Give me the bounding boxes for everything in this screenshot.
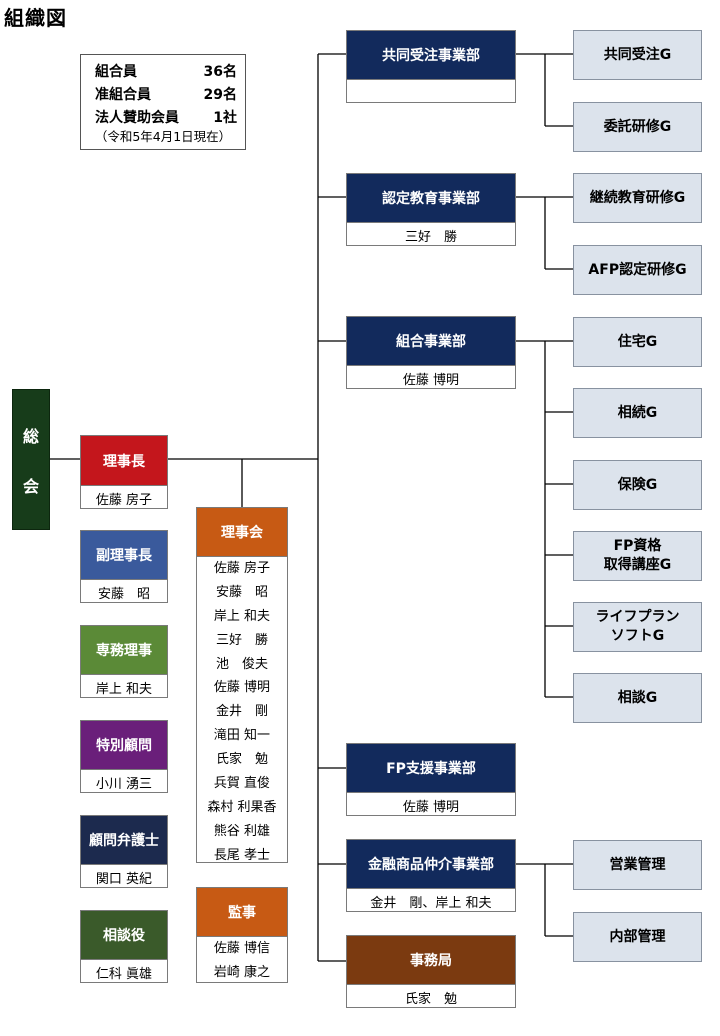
group-inheritance: 相続G [573, 388, 702, 438]
division-title: 認定教育事業部 [347, 174, 515, 222]
board-member: 金井 剛 [215, 704, 268, 720]
executive-director-name: 岸上 和夫 [81, 674, 167, 697]
board-member: 佐藤 房子 [213, 561, 271, 576]
executive-director-box: 専務理事 岸上 和夫 [80, 625, 168, 698]
chairman-title: 理事長 [81, 436, 167, 485]
executive-director-title: 専務理事 [81, 626, 167, 674]
division-title: FP支援事業部 [347, 744, 515, 792]
group-sales-management: 営業管理 [573, 840, 702, 890]
division-head-name: 三好 勝 [347, 222, 515, 245]
board-member: 滝田 知一 [213, 728, 271, 744]
group-continuing-education: 継続教育研修G [573, 173, 702, 223]
group-afp-training: AFP認定研修G [573, 245, 702, 295]
auditor-box: 監事 佐藤 博信 岩崎 康之 [196, 887, 288, 983]
group-insurance: 保険G [573, 460, 702, 510]
board-member: 兵賀 直俊 [213, 776, 271, 792]
general-meeting-box: 総 会 [12, 389, 50, 530]
associate-members-value: 29名 [203, 87, 237, 103]
division-head-name: 金井 剛、岸上 和夫 [347, 888, 515, 911]
board-member: 熊谷 利雄 [213, 823, 271, 839]
group-fp-course: FP資格 取得講座G [573, 531, 702, 581]
vice-chairman-title: 副理事長 [81, 531, 167, 579]
division-financial-brokerage-box: 金融商品仲介事業部 金井 剛、岸上 和夫 [346, 839, 516, 912]
division-secretariat-box: 事務局 氏家 勉 [346, 935, 516, 1008]
division-head-name [347, 79, 515, 102]
as-of-date: （令和5年4月1日現在） [94, 129, 232, 144]
division-fp-support-box: FP支援事業部 佐藤 博明 [346, 743, 516, 816]
auditor-member-list: 佐藤 博信 岩崎 康之 [197, 936, 287, 982]
special-advisor-title: 特別顧問 [81, 721, 167, 769]
division-certified-education-box: 認定教育事業部 三好 勝 [346, 173, 516, 246]
corporate-members-value: 1社 [213, 110, 237, 126]
board-member: 安藤 昭 [215, 584, 268, 600]
counselor-title: 相談役 [81, 911, 167, 959]
board-member-list: 佐藤 房子 安藤 昭 岸上 和夫 三好 勝 池 俊夫 佐藤 博明 金井 剛 滝田… [197, 556, 287, 862]
page-title: 組織図 [4, 6, 67, 30]
corporate-members-label: 法人賛助会員 [95, 110, 179, 126]
counselor-box: 相談役 仁科 眞雄 [80, 910, 168, 983]
board-box: 理事会 佐藤 房子 安藤 昭 岸上 和夫 三好 勝 池 俊夫 佐藤 博明 金井 … [196, 507, 288, 863]
membership-summary: 組合員 36名 准組合員 29名 法人賛助会員 1社 （令和5年4月1日現在） [80, 54, 246, 150]
division-union-business-box: 組合事業部 佐藤 博明 [346, 316, 516, 389]
chairman-name: 佐藤 房子 [81, 485, 167, 508]
group-consultation: 相談G [573, 673, 702, 723]
board-member: 佐藤 博明 [213, 680, 271, 696]
board-member: 長尾 孝士 [213, 847, 271, 863]
group-commissioned-training: 委託研修G [573, 102, 702, 152]
chairman-box: 理事長 佐藤 房子 [80, 435, 168, 509]
division-title: 金融商品仲介事業部 [347, 840, 515, 888]
auditor-member: 佐藤 博信 [213, 941, 271, 956]
division-head-name: 佐藤 博明 [347, 792, 515, 815]
legal-advisor-box: 顧問弁護士 関口 英紀 [80, 815, 168, 888]
group-lifeplan-software: ライフプラン ソフトG [573, 602, 702, 652]
auditor-title: 監事 [197, 888, 287, 936]
members-label: 組合員 [95, 64, 137, 80]
board-member: 森村 利果香 [207, 799, 277, 815]
auditor-member: 岩崎 康之 [213, 965, 271, 980]
group-housing: 住宅G [573, 317, 702, 367]
group-internal-management: 内部管理 [573, 912, 702, 962]
board-member: 三好 勝 [215, 632, 268, 648]
general-meeting-char-2: 会 [22, 476, 39, 496]
legal-advisor-name: 関口 英紀 [81, 864, 167, 887]
vice-chairman-name: 安藤 昭 [81, 579, 167, 602]
vice-chairman-box: 副理事長 安藤 昭 [80, 530, 168, 603]
legal-advisor-title: 顧問弁護士 [81, 816, 167, 864]
board-member: 氏家 勉 [215, 752, 268, 768]
general-meeting-char-1: 総 [22, 426, 39, 446]
division-title: 事務局 [347, 936, 515, 984]
board-title: 理事会 [197, 508, 287, 556]
division-joint-order-box: 共同受注事業部 [346, 30, 516, 103]
special-advisor-name: 小川 湧三 [81, 769, 167, 792]
special-advisor-box: 特別顧問 小川 湧三 [80, 720, 168, 793]
associate-members-label: 准組合員 [95, 87, 151, 103]
board-member: 池 俊夫 [215, 656, 268, 672]
division-head-name: 氏家 勉 [347, 984, 515, 1007]
division-head-name: 佐藤 博明 [347, 365, 515, 388]
division-title: 組合事業部 [347, 317, 515, 365]
group-joint-order: 共同受注G [573, 30, 702, 80]
counselor-name: 仁科 眞雄 [81, 959, 167, 982]
members-value: 36名 [203, 64, 237, 80]
board-member: 岸上 和夫 [213, 608, 271, 624]
division-title: 共同受注事業部 [347, 31, 515, 79]
